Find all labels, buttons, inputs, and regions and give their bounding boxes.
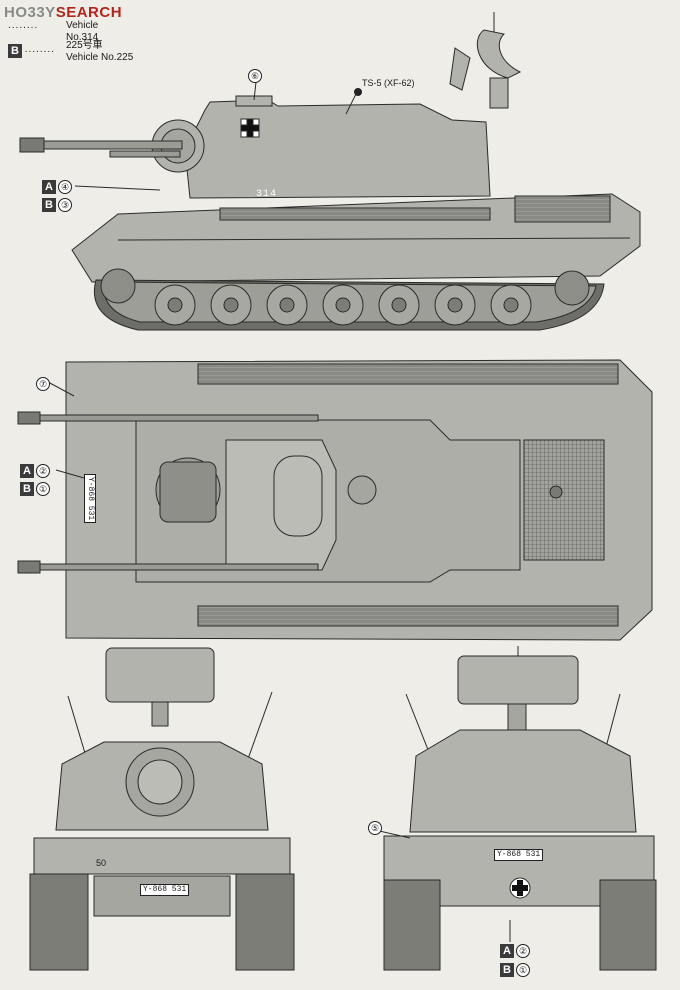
plate-top: Y-868 531 [84,474,96,524]
side-number: 314 [256,189,278,200]
key-a-dots: ........ [8,20,39,31]
rear-view [374,646,657,971]
front-bridge-class: 50 [96,858,107,868]
key-b-letter: B [8,44,22,58]
logo-text-right: SEARCH [55,4,123,21]
key-b-number-jp: 225号車 [66,40,103,51]
key-b-dots: ........ [24,44,56,55]
key-b-vehicle: Vehicle No.225 [66,52,134,63]
top-view [17,359,653,641]
callout-6: ⑥ [248,66,262,84]
vehicle-key-a: ........ Vehicle No.314 [8,20,98,43]
logo-text-left: HO33Y [4,4,56,21]
front-view [29,647,295,971]
key-a-vehicle: Vehicle No.314 [66,20,99,43]
plate-front: Y-868 531 [140,884,190,896]
paint-label: TS-5 (XF-62) [362,78,415,88]
paint-dot [354,88,362,96]
vehicle-key-b: B ........ [8,44,55,58]
callout-5: ⑤ [368,818,382,836]
callout-7: ⑦ [36,374,50,392]
watermark-logo: HO33YSEARCH [4,4,122,21]
plate-rear: Y-868 531 [494,849,544,861]
side-view [19,12,641,331]
